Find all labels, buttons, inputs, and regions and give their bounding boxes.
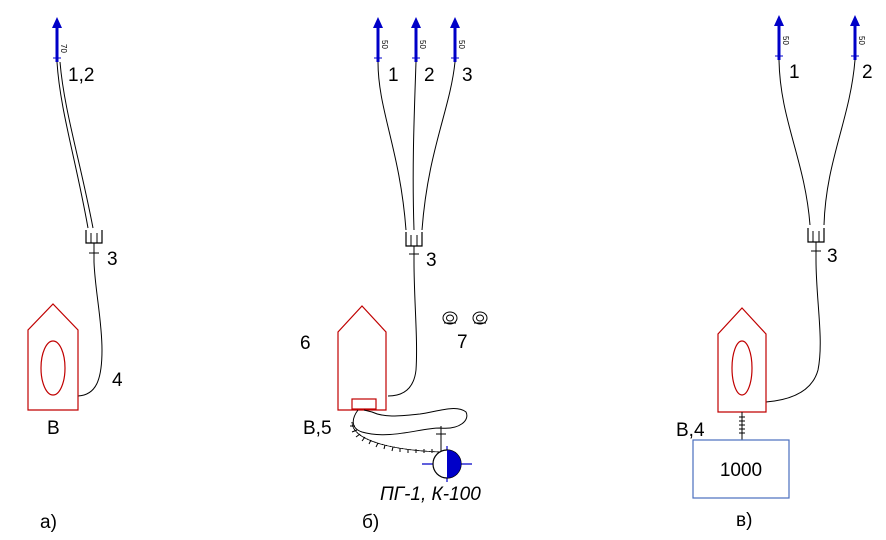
suction-line-c bbox=[739, 412, 745, 440]
nozzle-b-2: 50 bbox=[409, 15, 427, 64]
nozzle-flow-c-2: 50 bbox=[857, 36, 866, 45]
hose-label-a: 1,2 bbox=[68, 65, 94, 86]
vehicle-label-b: 6 bbox=[300, 333, 311, 354]
pump-label-b: B,5 bbox=[303, 418, 332, 439]
hose-a-upper bbox=[56, 61, 89, 229]
hose-b-1 bbox=[377, 61, 407, 231]
hatch-marks bbox=[350, 425, 433, 453]
nozzle-c-1: 50 bbox=[772, 13, 790, 62]
nozzle-c-2: 50 bbox=[848, 13, 866, 62]
panel-a: 70 1,2 3 4 B а) bbox=[27, 15, 123, 533]
hose-c-2 bbox=[823, 59, 856, 226]
hose-label-b-1: 1 bbox=[388, 65, 399, 86]
branch-b bbox=[405, 232, 423, 262]
nozzle-flow-a: 70 bbox=[59, 44, 68, 53]
branch-c bbox=[807, 228, 825, 260]
branch-label-c: 3 bbox=[827, 246, 838, 267]
caption-a: а) bbox=[40, 512, 57, 533]
suction-hose bbox=[352, 408, 468, 436]
hose-coils bbox=[442, 311, 488, 325]
water-tank: 1000 bbox=[692, 439, 790, 499]
nozzle-a: 70 bbox=[50, 15, 68, 64]
nozzle-b-3: 50 bbox=[448, 15, 466, 64]
hose-b-3 bbox=[421, 61, 456, 231]
fire-truck-c bbox=[717, 307, 767, 413]
fire-truck-a bbox=[27, 303, 79, 411]
coils-label: 7 bbox=[457, 332, 468, 353]
main-line-b bbox=[387, 261, 418, 397]
panel-c: 50 50 1 2 3 B,4 bbox=[676, 13, 873, 531]
nozzle-flow-b-3: 50 bbox=[457, 40, 466, 49]
hose-label-c-2: 2 bbox=[862, 62, 873, 83]
nozzle-b-1: 50 bbox=[371, 15, 389, 64]
nozzle-flow-c-1: 50 bbox=[781, 36, 790, 45]
hydrant-icon bbox=[422, 446, 472, 482]
branch-a bbox=[85, 230, 103, 262]
hydrant-label: ПГ-1, К-100 bbox=[380, 484, 481, 505]
nozzle-flow-b-1: 50 bbox=[380, 40, 389, 49]
tank-volume: 1000 bbox=[720, 460, 762, 481]
hose-label-c-1: 1 bbox=[789, 62, 800, 83]
hose-a-upper-2 bbox=[59, 61, 94, 229]
main-line-a bbox=[77, 261, 103, 397]
pump-label-c: B,4 bbox=[676, 420, 705, 441]
main-line-c bbox=[765, 259, 821, 403]
hose-label-b-3: 3 bbox=[462, 65, 473, 86]
branch-label-b: 3 bbox=[426, 250, 437, 271]
hose-b-2 bbox=[412, 61, 417, 231]
vehicle-label-a: B bbox=[47, 418, 60, 439]
branch-label-a: 3 bbox=[107, 249, 118, 270]
hose-label-b-2: 2 bbox=[424, 65, 435, 86]
caption-c: в) bbox=[736, 510, 752, 531]
caption-b: б) bbox=[362, 512, 379, 533]
line-label-a: 4 bbox=[112, 370, 123, 391]
nozzle-flow-b-2: 50 bbox=[418, 40, 427, 49]
panel-b: 50 50 50 1 2 3 3 bbox=[300, 15, 488, 533]
fire-truck-b bbox=[337, 305, 387, 411]
hose-c-1 bbox=[778, 59, 811, 226]
